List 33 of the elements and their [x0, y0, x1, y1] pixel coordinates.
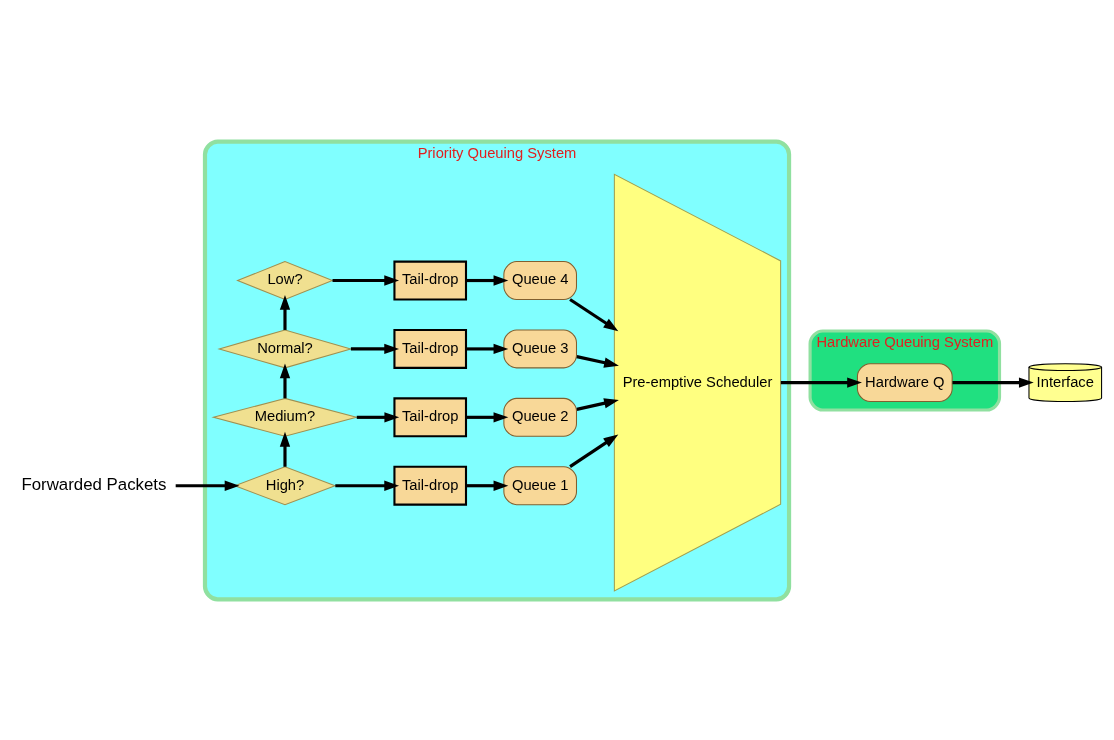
arrow	[466, 411, 509, 422]
node-diamond: Normal?	[217, 328, 353, 368]
node-diamond: Low?	[236, 260, 334, 300]
arrow	[335, 480, 400, 491]
node-box: Hardware Q	[856, 362, 953, 402]
arrow	[466, 274, 509, 286]
node-box: Pre-emptive Scheduler	[613, 172, 782, 592]
node-box: Tail-drop	[393, 396, 468, 437]
node-box: Tail-drop	[393, 328, 468, 369]
arrow	[279, 431, 291, 467]
arrow	[332, 274, 400, 286]
arrow	[569, 297, 619, 331]
node-box: Queue 1	[503, 465, 577, 505]
arrow	[576, 397, 619, 411]
arrow	[279, 362, 291, 398]
arrow	[952, 376, 1034, 388]
arrow	[780, 376, 862, 388]
arrow	[175, 480, 240, 491]
arrow	[350, 343, 400, 354]
node-text: Forwarded Packets	[21, 474, 167, 494]
arrow	[576, 354, 619, 368]
node-diamond: High?	[233, 465, 337, 505]
node-diamond: Medium?	[211, 397, 359, 437]
node-box: Queue 3	[503, 328, 577, 368]
node-box: Queue 2	[503, 397, 577, 437]
arrow	[279, 294, 291, 330]
arrow	[569, 434, 619, 468]
node-box: Tail-drop	[393, 260, 468, 301]
arrow	[466, 343, 509, 354]
node-box: Queue 4	[503, 260, 577, 300]
arrow	[356, 411, 400, 422]
arrow	[466, 480, 509, 491]
node-box: Tail-drop	[393, 465, 468, 506]
